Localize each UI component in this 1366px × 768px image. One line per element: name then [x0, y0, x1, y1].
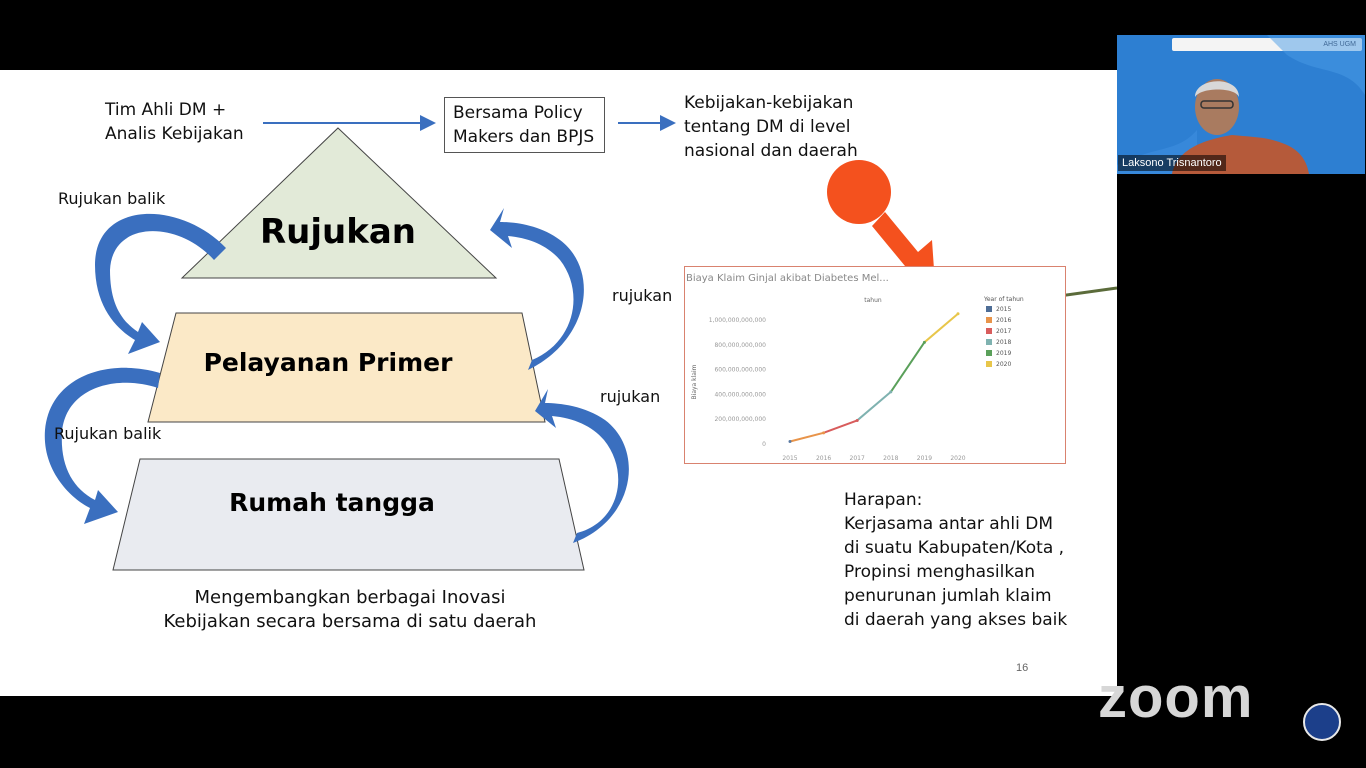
legend-item: 2019	[996, 350, 1012, 357]
pyramid-bottom-label: Rumah tangga	[229, 488, 435, 517]
policy-box: Bersama Policy Makers dan BPJS	[444, 97, 605, 153]
y-tick-label: 0	[762, 441, 766, 448]
series-line-segment	[789, 431, 824, 443]
legend-swatch	[986, 306, 992, 312]
data-point	[956, 312, 960, 316]
data-point	[922, 340, 926, 344]
series-line-segment	[923, 313, 959, 344]
data-point	[889, 390, 893, 394]
legend-item: 2016	[996, 317, 1012, 324]
data-point	[788, 440, 792, 444]
university-seal-icon	[1303, 703, 1341, 741]
legend-item: 2017	[996, 328, 1012, 335]
series-line-segment	[856, 391, 892, 422]
page-number: 16	[1016, 662, 1029, 674]
y-tick-label: 800,000,000,000	[714, 342, 766, 349]
x-tick-label: 2017	[850, 455, 865, 462]
arrow-label-left-lower: Rujukan balik	[54, 424, 162, 443]
innovation-text: Mengembangkan berbagai Inovasi Kebijakan…	[163, 587, 537, 632]
curved-arrow-left-lower	[44, 367, 160, 524]
expert-team-label: Tim Ahli DM + Analis Kebijakan	[105, 100, 244, 144]
curved-arrow-right-upper	[490, 208, 584, 370]
legend-swatch	[986, 328, 992, 334]
pyramid-bottom-trapezoid	[112, 458, 585, 571]
series-line-segment	[889, 341, 926, 393]
legend-item: 2020	[996, 361, 1012, 368]
legend-swatch	[986, 361, 992, 367]
legend-swatch	[986, 339, 992, 345]
legend-swatch	[986, 350, 992, 356]
chart-title: Biaya Klaim Ginjal akibat Diabetes Mel..…	[686, 273, 889, 284]
pyramid-middle-label: Pelayanan Primer	[203, 348, 453, 377]
legend-item: 2015	[996, 306, 1012, 313]
y-tick-label: 600,000,000,000	[714, 367, 766, 374]
arrow-label-left-upper: Rujukan balik	[58, 189, 166, 208]
x-tick-label: 2015	[782, 455, 797, 462]
participant-avatar	[1117, 35, 1365, 174]
pyramid-top-label: Rujukan	[259, 212, 416, 252]
y-tick-label: 400,000,000,000	[714, 391, 766, 398]
data-point	[822, 431, 826, 435]
hope-text: Harapan: Kerjasama antar ahli DM di suat…	[844, 490, 1068, 630]
x-axis-label: tahun	[864, 297, 882, 304]
chart-frame	[684, 266, 1066, 464]
x-tick-label: 2016	[816, 455, 831, 462]
x-tick-label: 2018	[883, 455, 898, 462]
x-tick-label: 2019	[917, 455, 932, 462]
participant-name-tag: Laksono Trisnantoro	[1118, 155, 1226, 171]
pyramid-top-triangle	[180, 127, 498, 279]
orange-marker-circle	[827, 160, 891, 224]
zoom-logo: zoom	[1098, 665, 1254, 730]
y-axis-label: Biaya klaim	[691, 364, 698, 399]
y-tick-label: 200,000,000,000	[714, 416, 766, 423]
x-tick-label: 2020	[950, 455, 965, 462]
data-point	[855, 418, 859, 422]
arrow-label-right-lower: rujukan	[600, 387, 661, 406]
chart-legend-title: Year of tahun	[984, 296, 1024, 303]
arrow-label-right-upper: rujukan	[612, 286, 673, 305]
presentation-slide: Tim Ahli DM + Analis Kebijakan Bersama P…	[0, 70, 1117, 696]
curved-arrow-right-lower	[535, 389, 629, 543]
y-tick-label: 1,000,000,000,000	[709, 317, 766, 324]
policy-outcome-text: Kebijakan-kebijakan tentang DM di level …	[684, 93, 858, 161]
series-line-segment	[823, 419, 858, 434]
legend-item: 2018	[996, 339, 1012, 346]
legend-swatch	[986, 317, 992, 323]
claim-cost-chart: 0 200,000,000,000 400,000,000,000 600,000,0…	[691, 297, 966, 462]
participant-video-tile[interactable]: AHS UGM Laksono Trisnantoro	[1117, 35, 1365, 174]
